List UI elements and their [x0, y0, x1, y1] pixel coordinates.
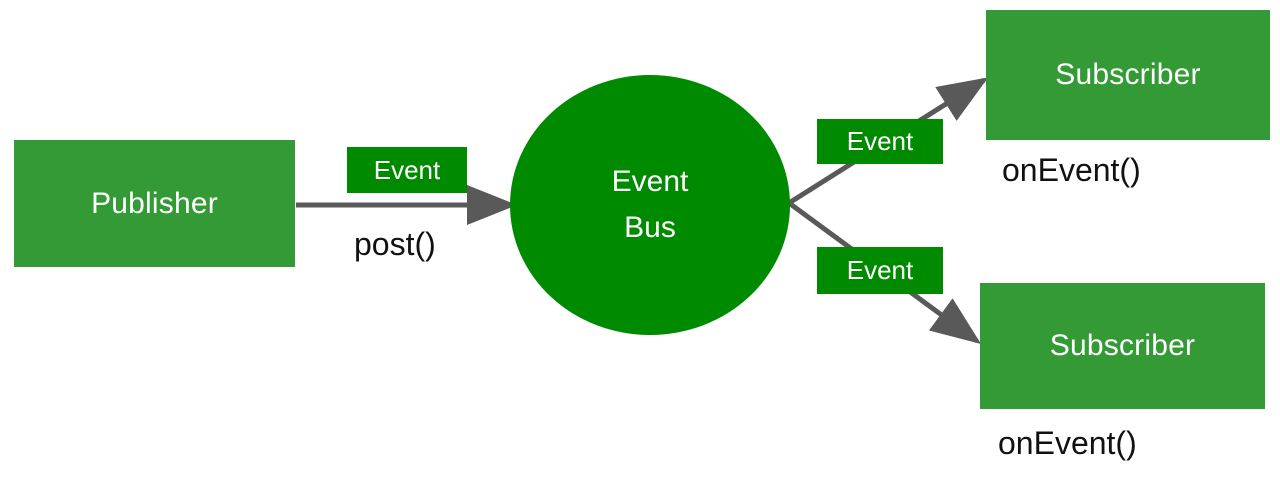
node-event-bus-label-line2: Bus: [624, 211, 676, 244]
node-publisher-label: Publisher: [91, 186, 218, 220]
node-publisher[interactable]: Publisher: [14, 140, 295, 267]
chip-event-deliver-top-label: Event: [846, 126, 914, 156]
label-post-method: post(): [354, 226, 436, 262]
node-subscriber-top[interactable]: Subscriber: [986, 10, 1270, 140]
chip-event-deliver-bottom: Event: [817, 247, 943, 294]
chip-event-deliver-top: Event: [817, 119, 943, 164]
node-subscriber-bottom[interactable]: Subscriber: [980, 283, 1265, 409]
label-onevent-bottom: onEvent(): [998, 425, 1137, 461]
chip-event-deliver-bottom-label: Event: [846, 255, 914, 285]
node-event-bus[interactable]: Event Bus: [510, 75, 790, 335]
chip-event-publish: Event: [347, 147, 467, 193]
node-subscriber-top-label: Subscriber: [1055, 58, 1201, 91]
chip-event-publish-label: Event: [373, 154, 441, 185]
label-onevent-top: onEvent(): [1002, 152, 1141, 188]
node-event-bus-label-line1: Event: [611, 164, 689, 198]
node-subscriber-bottom-label: Subscriber: [1049, 329, 1196, 362]
